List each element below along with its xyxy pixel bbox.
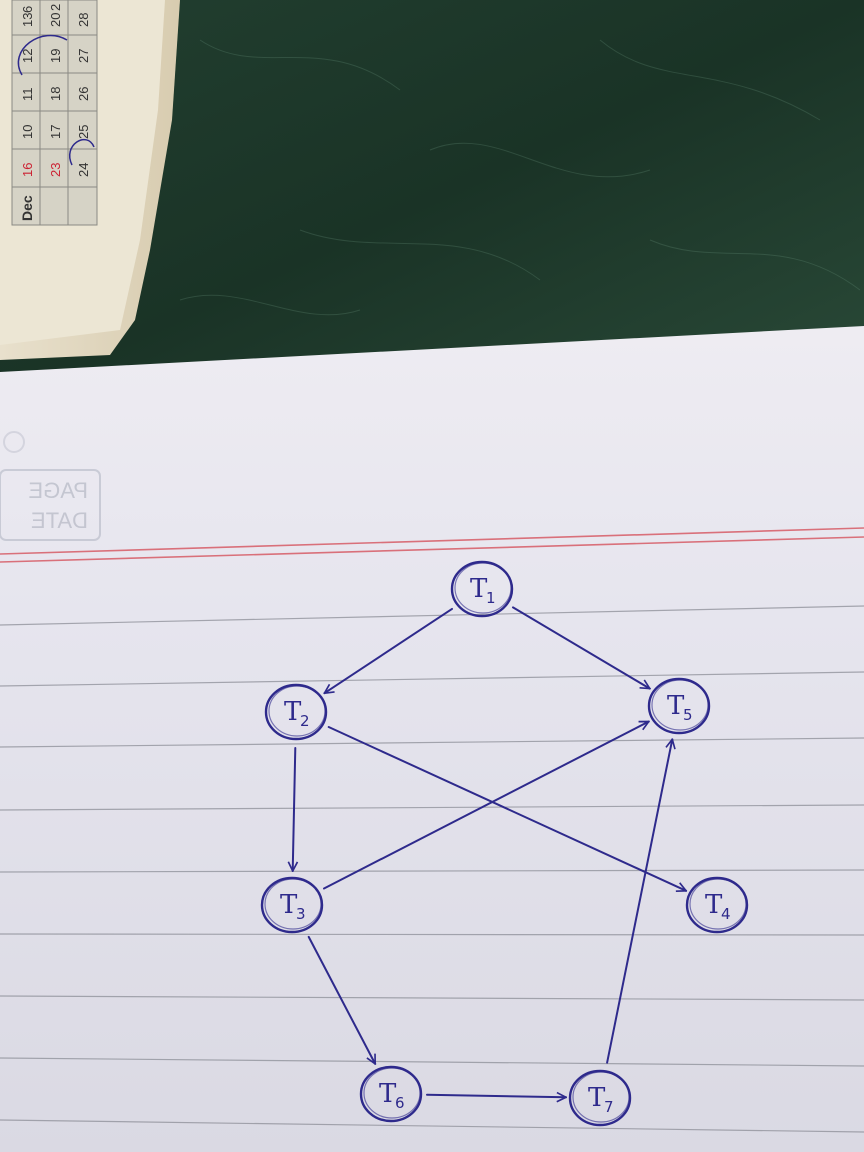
node-label: T bbox=[705, 890, 723, 920]
calendar-day: 12 bbox=[20, 49, 35, 63]
calendar-day: 25 bbox=[76, 125, 91, 139]
node-label: T bbox=[280, 890, 298, 920]
calendar-day: 28 bbox=[76, 13, 91, 27]
node-label: T bbox=[470, 574, 488, 604]
node-subscript: 3 bbox=[296, 905, 306, 923]
edge-t3-to-t6 bbox=[307, 935, 377, 1064]
node-subscript: 5 bbox=[683, 706, 693, 724]
margin-line bbox=[0, 527, 864, 555]
node-subscript: 1 bbox=[486, 589, 496, 607]
calendar-day: 20 bbox=[48, 13, 63, 27]
node-t4: T4 bbox=[685, 876, 749, 934]
node-t1: T1 bbox=[450, 560, 514, 618]
ruled-lines bbox=[0, 605, 864, 1133]
node-circle bbox=[647, 677, 711, 735]
date-label: DATE bbox=[31, 508, 88, 533]
calendar-day: 23 bbox=[48, 163, 63, 177]
calendar-day: 6 bbox=[20, 6, 35, 13]
calendar-pad: Dec 16 10 11 12 13 6 23 17 18 19 20 2 24… bbox=[0, 0, 180, 360]
calendar-day: 24 bbox=[76, 163, 91, 177]
edge-t2-to-t4 bbox=[327, 726, 686, 891]
node-subscript: 2 bbox=[300, 712, 310, 730]
node-circle bbox=[568, 1069, 632, 1127]
node-t3: T3 bbox=[260, 876, 324, 934]
page-date-stamp: PAGE DATE bbox=[0, 469, 101, 541]
calendar-day: 2 bbox=[48, 4, 63, 11]
node-label: T bbox=[667, 691, 685, 721]
calendar-grid: Dec 16 10 11 12 13 6 23 17 18 19 20 2 24… bbox=[11, 0, 98, 226]
edge-t3-to-t5 bbox=[323, 720, 649, 890]
node-subscript: 6 bbox=[395, 1094, 405, 1112]
node-t6: T6 bbox=[359, 1065, 423, 1123]
margin-line bbox=[0, 536, 864, 563]
node-label: T bbox=[284, 697, 302, 727]
edge-t2-to-t3 bbox=[293, 747, 296, 871]
calendar-day: 27 bbox=[76, 49, 91, 63]
node-circle bbox=[359, 1065, 423, 1123]
calendar-month: Dec bbox=[19, 195, 35, 221]
calendar-day: 10 bbox=[20, 125, 35, 139]
calendar-day: 17 bbox=[48, 125, 63, 139]
node-circle bbox=[685, 876, 749, 934]
node-t7: T7 bbox=[568, 1069, 632, 1127]
edge-t6-to-t7 bbox=[426, 1095, 566, 1098]
node-t2: T2 bbox=[264, 683, 328, 741]
calendar-day: 11 bbox=[20, 88, 35, 102]
node-circle bbox=[264, 683, 328, 741]
node-label: T bbox=[379, 1079, 397, 1109]
table-texture bbox=[179, 39, 861, 316]
graph-edges bbox=[293, 606, 686, 1098]
node-subscript: 4 bbox=[721, 905, 731, 923]
calendar-day: 19 bbox=[48, 49, 63, 63]
edge-t1-to-t5 bbox=[512, 606, 650, 690]
calendar-day: 13 bbox=[20, 13, 35, 27]
notebook-page: PAGE DATE bbox=[0, 326, 864, 1152]
page-label: PAGE bbox=[28, 478, 88, 503]
calendar-day: 16 bbox=[20, 163, 35, 177]
calendar-day: 18 bbox=[48, 87, 63, 101]
calendar-day: 26 bbox=[76, 87, 91, 101]
node-label: T bbox=[588, 1083, 606, 1113]
edge-t7-to-t5 bbox=[606, 739, 672, 1064]
node-subscript: 7 bbox=[604, 1098, 614, 1116]
edge-t1-to-t2 bbox=[324, 607, 453, 693]
node-t5: T5 bbox=[647, 677, 711, 735]
node-circle bbox=[450, 560, 514, 618]
node-circle bbox=[260, 876, 324, 934]
